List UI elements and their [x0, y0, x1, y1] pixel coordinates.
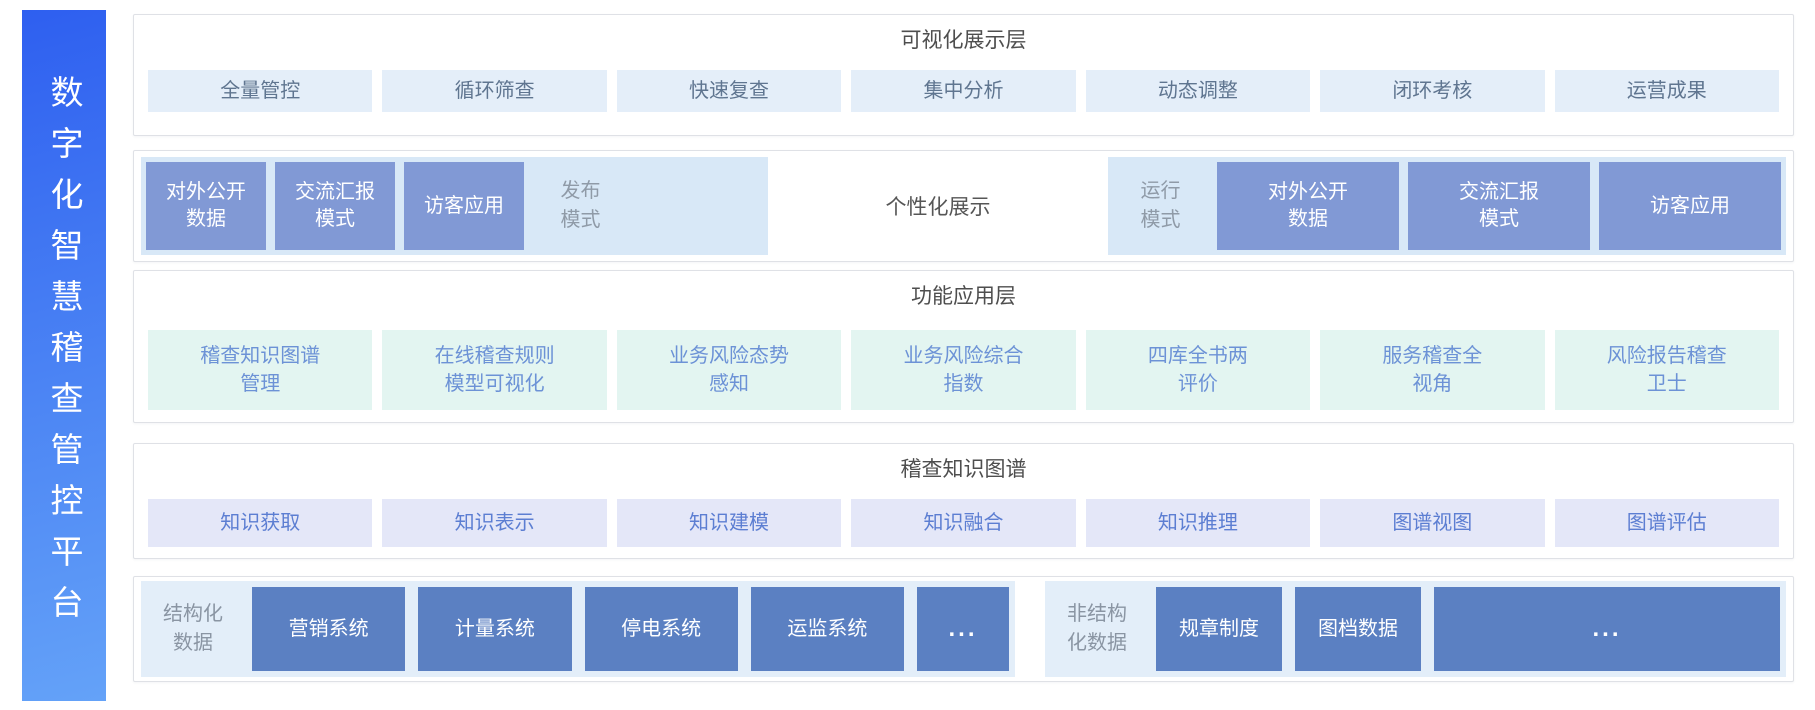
mode-box: 交流汇报 模式: [275, 162, 395, 250]
layer-item: 知识建模: [616, 499, 842, 547]
system-box: 停电系统: [584, 587, 738, 671]
more-data-box: ...: [1434, 587, 1780, 671]
system-box: 计量系统: [418, 587, 572, 671]
layer-item: 在线稽查规则 模型可视化: [382, 330, 607, 410]
function-layer-section: 功能应用层 稽查知识图谱 管理 在线稽查规则 模型可视化 业务风险态势 感知 业…: [133, 270, 1794, 423]
mode-box: 对外公开 数据: [1217, 162, 1399, 250]
knowledge-items-row: 知识获取 知识表示 知识建模 知识融合 知识推理 图谱视图 图谱评估: [148, 499, 1779, 547]
layer-item: 风险报告稽查 卫士: [1554, 330, 1779, 410]
system-box: 运监系统: [750, 587, 904, 671]
publish-mode-label: 发布 模式: [560, 180, 601, 231]
layer-item: 运营成果: [1554, 70, 1779, 112]
structured-data-panel: 结构化 数据 营销系统 计量系统 停电系统 运监系统 ...: [141, 581, 1015, 677]
mode-box: 交流汇报 模式: [1408, 162, 1590, 250]
unstructured-data-panel: 非结构 化数据 规章制度 图档数据 ...: [1045, 581, 1786, 677]
visualization-layer-title: 可视化展示层: [900, 29, 1027, 52]
platform-title-sidebar: 数字化智慧稽查管控平台: [22, 10, 106, 701]
layer-item: 图谱视图: [1320, 499, 1545, 547]
layer-item: 业务风险综合 指数: [851, 330, 1076, 410]
visualization-layer-section: 可视化展示层 全量管控 循环筛查 快速复查 集中分析 动态调整 闭环考核 运营成…: [133, 14, 1794, 136]
layer-item: 稽查知识图谱 管理: [148, 330, 373, 410]
knowledge-graph-title: 稽查知识图谱: [900, 458, 1027, 481]
layer-item: 集中分析: [851, 70, 1076, 112]
publish-mode-panel: 对外公开 数据 交流汇报 模式 访客应用 发布 模式: [141, 157, 768, 255]
platform-title: 数字化智慧稽查管控平台: [46, 75, 83, 636]
layer-item: 知识表示: [382, 499, 607, 547]
unstructured-data-label: 非结构 化数据: [1067, 603, 1127, 654]
system-box: 规章制度: [1156, 587, 1282, 671]
more-systems-box: ...: [917, 587, 1009, 671]
run-mode-label: 运行 模式: [1140, 180, 1181, 231]
layers-content: 可视化展示层 全量管控 循环筛查 快速复查 集中分析 动态调整 闭环考核 运营成…: [133, 14, 1794, 682]
mode-box: 访客应用: [1599, 162, 1781, 250]
mode-box: 访客应用: [404, 162, 524, 250]
layer-item: 业务风险态势 感知: [616, 330, 842, 410]
layer-item: 服务稽查全 视角: [1320, 330, 1545, 410]
layer-item: 快速复查: [616, 70, 842, 112]
visualization-items-row: 全量管控 循环筛查 快速复查 集中分析 动态调整 闭环考核 运营成果: [148, 70, 1779, 112]
function-items-row: 稽查知识图谱 管理 在线稽查规则 模型可视化 业务风险态势 感知 业务风险综合 …: [148, 330, 1779, 410]
function-layer-title: 功能应用层: [911, 285, 1016, 308]
run-mode-panel: 运行 模式 对外公开 数据 交流汇报 模式 访客应用: [1108, 157, 1786, 255]
layer-item: 知识推理: [1085, 499, 1311, 547]
layer-item: 四库全书两 评价: [1085, 330, 1311, 410]
layer-item: 知识融合: [851, 499, 1076, 547]
layer-item: 循环筛查: [382, 70, 607, 112]
layer-item: 知识获取: [148, 499, 373, 547]
structured-data-label: 结构化 数据: [163, 603, 223, 654]
system-box: 营销系统: [252, 587, 406, 671]
layer-item: 闭环考核: [1320, 70, 1545, 112]
layer-item: 动态调整: [1085, 70, 1311, 112]
layer-item: 全量管控: [148, 70, 373, 112]
display-mode-section: 对外公开 数据 交流汇报 模式 访客应用 发布 模式 个性化展示 运行 模式 对…: [133, 150, 1794, 262]
system-box: 图档数据: [1295, 587, 1421, 671]
data-source-section: 结构化 数据 营销系统 计量系统 停电系统 运监系统 ... 非结构 化数据 规…: [133, 576, 1794, 682]
knowledge-graph-section: 稽查知识图谱 知识获取 知识表示 知识建模 知识融合 知识推理 图谱视图 图谱评…: [133, 443, 1794, 559]
mode-box: 对外公开 数据: [146, 162, 266, 250]
personalized-display-label: 个性化展示: [885, 196, 991, 219]
layer-item: 图谱评估: [1554, 499, 1779, 547]
